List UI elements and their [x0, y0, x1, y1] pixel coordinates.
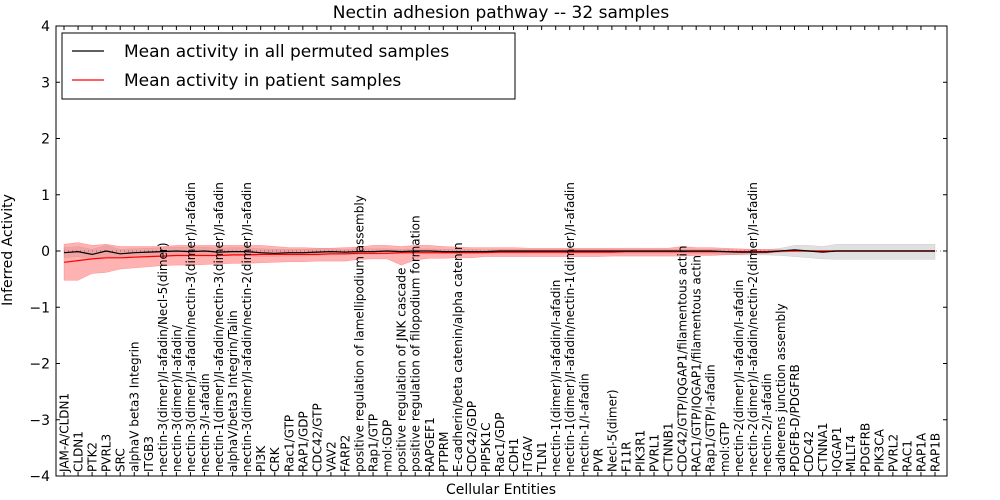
y-tick-label: −3	[29, 413, 50, 429]
x-tick-label: positive regulation of filopodium format…	[409, 215, 423, 472]
x-tick-label: PIP5K1C	[479, 422, 493, 472]
x-tick-label: ITGB3	[142, 436, 156, 472]
x-tick-label: PVRL3	[100, 434, 114, 472]
line-permuted	[63, 249, 935, 256]
x-tick-label: PVR	[591, 448, 605, 472]
legend-label-permuted: Mean activity in all permuted samples	[124, 42, 449, 62]
y-tick-label: 1	[41, 188, 50, 204]
x-tick-label: Necl-5(dimer)	[605, 389, 619, 472]
x-tick-label: nectin-1/I-afadin	[577, 373, 591, 472]
y-tick-label: −4	[29, 469, 50, 485]
x-tick-label: IQGAP1	[830, 427, 844, 472]
x-axis-label: Cellular Entities	[446, 482, 556, 498]
x-tick-label: RAP1A	[915, 432, 929, 472]
x-tick-label: nectin-2(dimer)/I-afadin/nectin-2(dimer)…	[746, 182, 760, 472]
x-tick-label: Rap1/GTP/I-afadin	[704, 364, 718, 472]
x-tick-label: PI3K	[254, 445, 268, 472]
x-tick-label: PTK2	[86, 442, 100, 472]
x-tick-label: nectin-3(dimer)/I-afadin/Necl-5(dimer)	[156, 242, 170, 472]
x-tick-label: JAM-A/CLDN1	[58, 393, 72, 473]
x-tick-label: F11R	[619, 441, 633, 472]
x-tick-label: FARP2	[339, 435, 353, 472]
x-tick-label: mol:GTP	[718, 422, 732, 472]
y-tick-label: 4	[41, 19, 50, 35]
legend-label-patient: Mean activity in patient samples	[124, 71, 401, 91]
x-tick-label: Rap1/GTP	[367, 414, 381, 472]
x-tick-label: nectin-3/I-afadin	[198, 373, 212, 472]
x-tick-label: CDC42/GTP	[310, 403, 324, 472]
x-tick-label: VAV2	[324, 441, 338, 472]
x-tick-label: alphaV beta3 Integrin	[128, 341, 142, 472]
y-tick-label: −2	[29, 357, 50, 373]
plot-frame	[55, 25, 948, 477]
x-tick-label: alphaV/beta3 Integrin/Talin	[226, 310, 240, 472]
x-tick-label: RAP1/GDP	[296, 411, 310, 472]
series-lines	[63, 249, 935, 263]
x-tick-label: PDGFB-D/PDGFRB	[788, 364, 802, 472]
x-tick-label: RAP1B	[929, 433, 943, 472]
x-tick-label: CDC42/GTP/IQGAP1/filamentous actin	[676, 246, 690, 472]
x-tick-label: Rac1/GTP	[282, 415, 296, 472]
y-axis-label: Inferred Activity	[0, 194, 16, 306]
legend-box	[61, 32, 516, 100]
x-tick-label: nectin-1(dimer)/I-afadin/nectin-3(dimer)…	[212, 182, 226, 472]
x-tick-label: E-cadherin/beta catenin/alpha catenin	[451, 242, 465, 472]
x-tick-label: CLDN1	[72, 431, 86, 472]
x-tick-label: positive regulation of JNK cascade	[395, 268, 409, 472]
x-tick-label: nectin-2(dimer)/I-afadin/I-afadin	[732, 280, 746, 472]
x-tick-label: nectin-3(dimer)/I-afadin/nectin-3(dimer)…	[184, 182, 198, 472]
x-tick-label: adherens junction assembly	[774, 303, 788, 472]
x-tick-label: SRC	[114, 448, 128, 472]
x-tick-label: PDGFRB	[858, 423, 872, 472]
y-tick-label: 2	[41, 132, 50, 148]
x-tick-label: MLLT4	[844, 435, 858, 472]
x-tick-label: ITGAV	[521, 435, 535, 472]
y-ticks: −4 −3 −2 −1 0 1 2 3 4	[29, 19, 947, 485]
x-tick-label: CRK	[268, 446, 282, 472]
x-tick-label: RAC1	[900, 440, 914, 472]
x-tick-label: mol:GDP	[381, 420, 395, 472]
x-tick-label: nectin-1(dimer)/I-afadin/I-afadin	[549, 280, 563, 472]
chart-title: Nectin adhesion pathway -- 32 samples	[333, 3, 670, 23]
x-tick-label: PVRL1	[648, 434, 662, 472]
x-tick-label: nectin-3(dimer)/I-afadin/	[170, 324, 184, 472]
x-tick-label: TLN1	[535, 441, 549, 473]
x-tick-label: CTNNA1	[816, 422, 830, 472]
x-tick-label: nectin-1(dimer)/I-afadin/nectin-1(dimer)…	[563, 182, 577, 472]
x-tick-label: nectin-2/I-afadin	[760, 373, 774, 472]
y-tick-label: 0	[41, 244, 50, 260]
x-tick-label: CTNNB1	[662, 422, 676, 472]
x-tick-label: positive regulation of lamellipodium ass…	[353, 195, 367, 472]
x-tick-label: PVRL2	[886, 434, 900, 472]
y-tick-label: 3	[41, 75, 50, 91]
x-tick-label: CDH1	[507, 438, 521, 472]
x-tick-label: Rac1/GDP	[493, 413, 507, 472]
legend: Mean activity in all permuted samples Me…	[61, 32, 516, 100]
x-ticks	[63, 26, 936, 476]
x-tick-label: RAC1/GTP/IQGAP1/filamentous actin	[690, 255, 704, 472]
y-tick-label: −1	[29, 300, 50, 316]
x-tick-label: PTPRM	[437, 432, 451, 473]
x-tick-label: RAPGEF1	[423, 417, 437, 472]
x-tick-label: CDC42/GDP	[465, 401, 479, 472]
x-tick-label: nectin-3(dimer)/I-afadin/nectin-2(dimer)…	[240, 182, 254, 472]
x-tick-label: PIK3CA	[872, 428, 886, 472]
x-tick-label: CDC42	[802, 431, 816, 472]
line-patient	[63, 250, 935, 263]
x-tick-label: PIK3R1	[634, 430, 648, 472]
